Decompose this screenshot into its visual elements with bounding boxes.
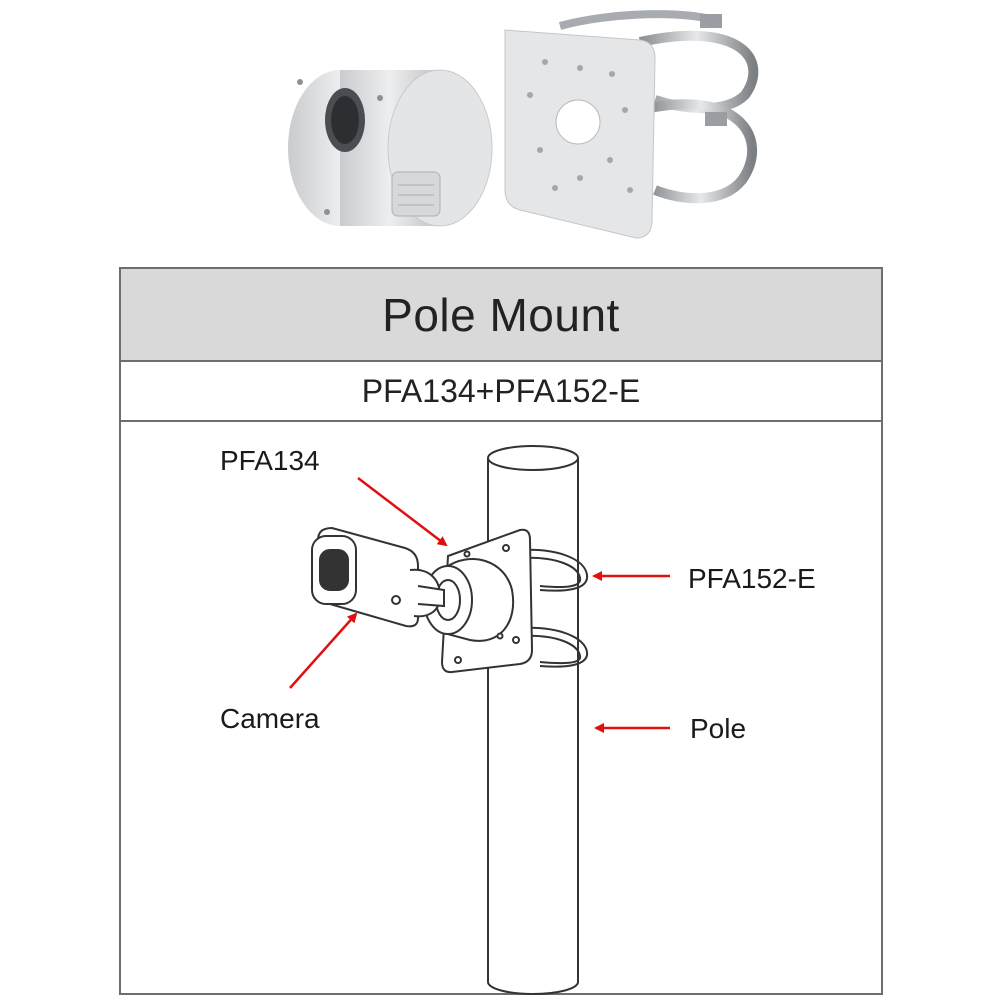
- model-row: PFA134+PFA152-E: [121, 362, 881, 422]
- junction-box-photo: [288, 69, 493, 227]
- label-pole: Pole: [690, 713, 746, 744]
- model-name: PFA134+PFA152-E: [361, 372, 641, 409]
- page-title: Pole Mount: [382, 288, 620, 341]
- label-pfa134: PFA134: [220, 445, 320, 476]
- product-photos: [288, 10, 759, 239]
- label-camera: Camera: [220, 703, 320, 734]
- camera-drawing: [311, 526, 445, 628]
- strap-drawing: [519, 548, 589, 668]
- arrow-camera: [289, 612, 358, 689]
- table-title-row: Pole Mount: [121, 269, 881, 362]
- pole-mount-bracket-photo: [504, 10, 759, 239]
- callout-arrows: [289, 477, 670, 733]
- label-pfa152e: PFA152-E: [688, 563, 816, 594]
- arrow-pfa134: [357, 477, 448, 547]
- pole-drawing: [487, 445, 579, 995]
